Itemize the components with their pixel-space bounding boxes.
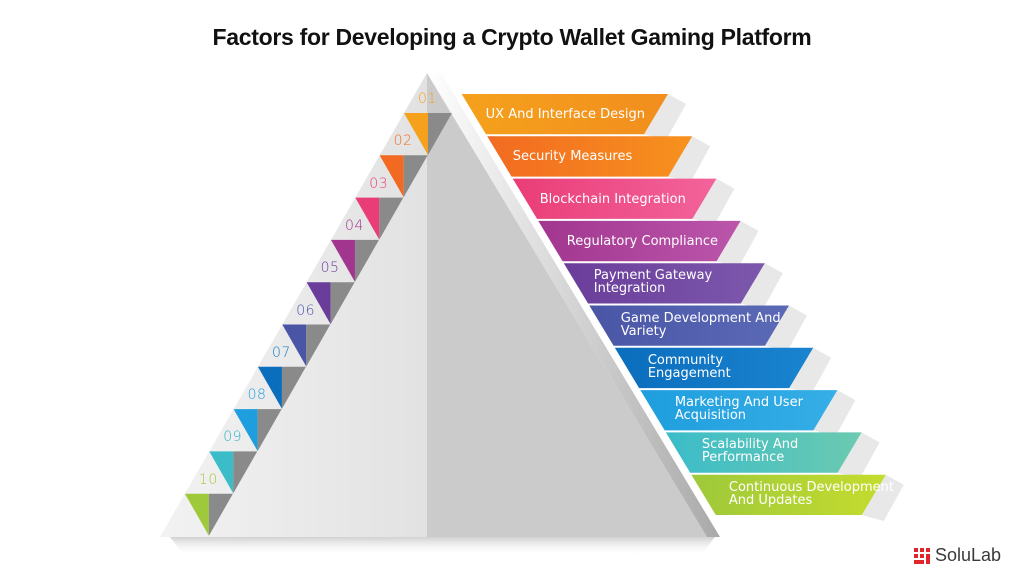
step-number-08: 08	[247, 387, 267, 404]
page-title: Factors for Developing a Crypto Wallet G…	[212, 24, 812, 50]
step-triangle-10	[184, 493, 209, 536]
step-triangle-04	[330, 239, 355, 282]
step-number-10: 10	[198, 471, 218, 488]
factor-label-line: Regulatory Compliance	[566, 233, 719, 249]
factor-label-line: Performance	[701, 450, 785, 466]
factor-band-05	[563, 263, 765, 304]
step-triangle-01	[403, 113, 428, 155]
step-triangle-08	[233, 409, 258, 452]
step-triangles	[184, 113, 452, 536]
logo-text: SoluLab	[935, 545, 1002, 565]
factor-band-07	[614, 347, 814, 389]
factor-label-line: Variety	[620, 323, 667, 339]
factor-band-10	[691, 474, 886, 515]
factor-label-02: Security Measures	[513, 150, 633, 163]
factor-band-08	[640, 390, 838, 431]
step-triangle-09	[209, 451, 234, 494]
step-number-03: 03	[369, 175, 389, 192]
step-triangle-02	[379, 155, 404, 198]
factor-band-09	[665, 432, 862, 473]
factor-label-04: Regulatory Compliance	[567, 235, 718, 248]
pyramid-shadow	[170, 537, 715, 556]
pyramid-left-face	[160, 73, 427, 537]
step-number-05: 05	[320, 260, 340, 277]
factor-label-line: Acquisition	[674, 408, 747, 424]
factor-label-01: UX And Interface Design	[486, 108, 645, 121]
step-triangle-07	[257, 366, 282, 409]
factor-band-04	[538, 220, 741, 262]
brand-logo: SoluLab	[914, 545, 1001, 566]
step-number-01: 01	[417, 91, 437, 107]
step-triangle-03	[355, 197, 380, 240]
factor-band-03	[512, 178, 717, 219]
factor-bands	[461, 94, 904, 521]
solulab-logo-icon	[914, 547, 930, 564]
factor-label-line: Security Measures	[512, 149, 633, 165]
factor-label-03: Blockchain Integration	[540, 193, 686, 206]
pyramid-edge	[427, 73, 720, 537]
factor-label-line: Game Development And	[620, 310, 781, 326]
step-number-04: 04	[344, 217, 364, 234]
factor-label-line: Engagement	[647, 365, 731, 381]
factor-band-02	[487, 136, 693, 177]
step-number-07: 07	[271, 344, 291, 361]
factor-band-06	[589, 305, 789, 346]
factor-label-line: Marketing And User	[674, 395, 803, 411]
step-number-02: 02	[393, 133, 413, 150]
step-number-06: 06	[296, 302, 316, 319]
step-triangle-06	[282, 324, 307, 367]
factor-label-line: UX And Interface Design	[485, 107, 645, 122]
factor-label-line: And Updates	[728, 492, 813, 508]
factor-band-01	[461, 94, 668, 135]
step-number-09: 09	[223, 429, 243, 446]
factor-label-line: Scalability And	[701, 437, 799, 453]
factor-label-line: Continuous Development	[728, 479, 894, 495]
factor-label-line: Community	[647, 352, 724, 368]
factor-label-line: Blockchain Integration	[539, 191, 686, 207]
step-triangle-05	[306, 282, 331, 325]
factor-label-line: Payment Gateway	[593, 268, 713, 284]
factor-label-line: Integration	[593, 281, 666, 297]
